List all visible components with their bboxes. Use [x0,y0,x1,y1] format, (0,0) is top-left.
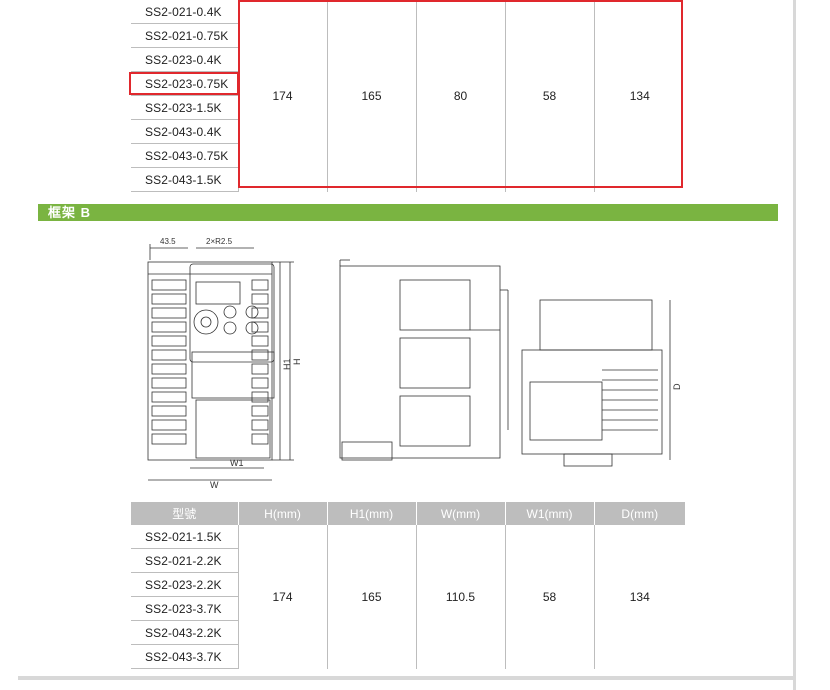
table-row: SS2-023-0.4K [131,47,685,72]
frame-b-section-title: 框架 B [38,204,778,221]
dim-2xr2-5: 2×R2.5 [206,237,233,246]
model-cell: SS2-023-3.7K [131,596,238,621]
table-row: SS2-021-1.5K 174 165 110.5 58 134 [131,525,685,669]
model-cell: SS2-023-0.4K [131,47,238,72]
dim-w1-label: W1 [230,458,244,468]
w-value: 80 [415,0,505,192]
h-value: 174 [237,525,327,669]
table-row: SS2-023-3.7K [131,596,685,621]
table-row: SS2-043-3.7K [131,644,685,669]
frame-b-dimension-drawing: 43.5 2×R2.5 H1 H W1 W D [147,237,682,490]
w-value: 110.5 [415,525,505,669]
h1-value: 165 [326,525,416,669]
table-row: SS2-023-2.2K [131,572,685,597]
dim-w-label: W [210,480,219,490]
header-h1: H1(mm) [326,502,416,525]
table-row: SS2-043-1.5K [131,167,685,192]
model-cell: SS2-043-0.75K [131,143,238,168]
right-vents [251,279,269,445]
header-w: W(mm) [415,502,505,525]
frame-a-dimension-table: SS2-021-0.4K 174 165 80 58 134 SS2-021-0… [131,0,685,192]
model-cell: SS2-021-0.4K [131,0,238,24]
table-row: SS2-043-0.4K [131,119,685,144]
model-cell-highlighted: SS2-023-0.75K [131,71,238,96]
side-view-outline [339,265,501,459]
keypad-panel [189,263,275,363]
table-row: SS2-043-2.2K [131,620,685,645]
header-w1: W1(mm) [504,502,594,525]
header-d: D(mm) [593,502,685,525]
right-border-rule [793,0,796,690]
model-cell: SS2-023-2.2K [131,572,238,597]
frame-b-dimension-table: 型號 H(mm) H1(mm) W(mm) W1(mm) D(mm) SS2-0… [131,502,685,669]
front-view-outline [147,261,273,461]
table-row: SS2-043-0.75K [131,143,685,168]
header-model: 型號 [131,502,238,525]
table-row: SS2-023-1.5K [131,95,685,120]
model-cell: SS2-043-2.2K [131,620,238,645]
bottom-border-rule [18,676,796,680]
table-row: SS2-021-2.2K [131,548,685,573]
table-row: SS2-021-0.4K 174 165 80 58 134 [131,0,685,192]
model-cell: SS2-043-3.7K [131,644,238,669]
warning-label [191,351,275,399]
header-h: H(mm) [237,502,327,525]
top-view-outline [521,349,663,455]
model-cell: SS2-023-1.5K [131,95,238,120]
table-row: SS2-021-0.75K [131,23,685,48]
d-value: 134 [593,0,685,192]
w1-value: 58 [504,525,594,669]
d-value: 134 [593,525,685,669]
w1-value: 58 [504,0,594,192]
display-window [195,281,241,305]
nameplate [529,381,603,441]
h-value: 174 [237,0,327,192]
dim-h-label: H [292,359,302,366]
h1-value: 165 [326,0,416,192]
dim-43-5: 43.5 [160,237,176,246]
model-cell: SS2-043-1.5K [131,167,238,192]
model-cell: SS2-043-0.4K [131,119,238,144]
model-cell: SS2-021-0.75K [131,23,238,48]
model-cell: SS2-021-1.5K [131,525,238,549]
heatsink-fan [539,299,653,351]
dim-h1-label: H1 [282,358,292,370]
table-row: SS2-023-0.75K [131,71,685,96]
dim-d-label: D [672,383,682,390]
left-vents [151,279,187,445]
table-header-row: 型號 H(mm) H1(mm) W(mm) W1(mm) D(mm) [131,502,685,525]
model-cell: SS2-021-2.2K [131,548,238,573]
